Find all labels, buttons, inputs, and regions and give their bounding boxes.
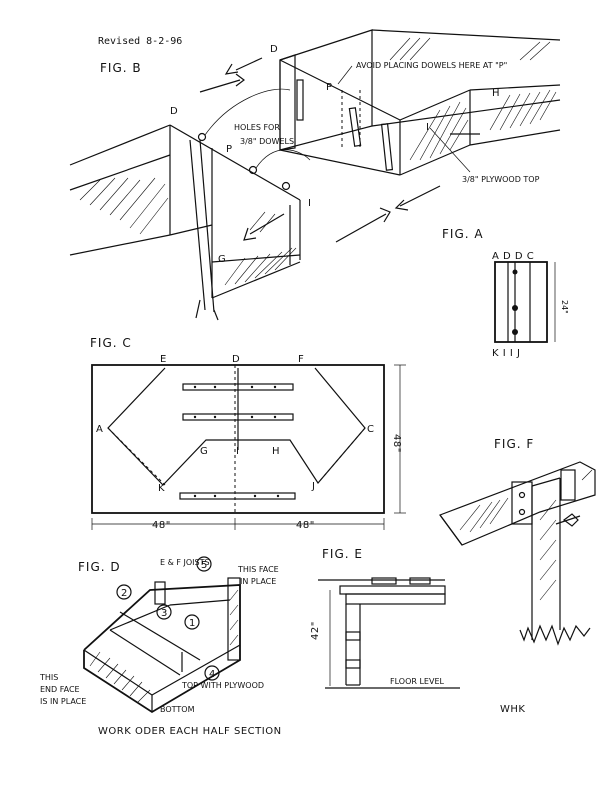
fig-c-label-f: F xyxy=(298,354,304,365)
fig-b: FIG. B xyxy=(69,29,561,321)
fig-b-label-p-top: P xyxy=(326,82,333,93)
fig-d-this-face-1: THIS FACE xyxy=(237,565,279,574)
fig-d-end-face-3: IS IN PLACE xyxy=(40,697,86,706)
fig-e: FIG. E 42" FLOOR LEVEL xyxy=(310,547,460,689)
fig-d-end-face-2: END FACE xyxy=(40,685,80,694)
fig-c-label-i: I xyxy=(236,446,239,457)
fig-c-label-j: J xyxy=(311,481,315,492)
fig-c-label-d: D xyxy=(232,354,240,365)
fig-c-label-h: H xyxy=(272,446,280,457)
fig-c-dim-height: 48" xyxy=(391,434,402,453)
fig-b-label-d-top: D xyxy=(270,44,278,55)
fig-d-top-note: TOP WITH PLYWOOD xyxy=(181,681,264,690)
fig-d-step-1: 1 xyxy=(189,618,196,629)
fig-b-arrows xyxy=(199,57,480,243)
fig-b-label-d-left: D xyxy=(170,106,178,117)
fig-e-floor-level: FLOOR LEVEL xyxy=(390,677,445,686)
fig-a-dimension: 24" xyxy=(560,300,569,314)
fig-d-end-face-1: THIS xyxy=(39,673,58,682)
signature: WHK xyxy=(500,704,525,715)
fig-a: FIG. A A D D C K I I J 24" xyxy=(442,227,569,359)
fig-b-lower-box xyxy=(69,124,301,321)
fig-b-label-i-left: I xyxy=(308,198,311,209)
revised-date: Revised 8-2-96 xyxy=(98,36,182,47)
fig-b-label-g: G xyxy=(218,254,226,265)
fig-d-this-face-2: IN PLACE xyxy=(240,577,276,586)
fig-b-upper-box xyxy=(279,29,561,176)
fig-b-label-i-right: I xyxy=(426,122,429,133)
fig-d-joists: E & F JOISTS xyxy=(160,558,210,567)
fig-d-step-5: 5 xyxy=(201,560,208,571)
fig-d-step-2: 2 xyxy=(121,588,128,599)
fig-d-step-4: 4 xyxy=(209,669,216,680)
fig-e-height: 42" xyxy=(310,621,321,640)
fig-d-bottom: BOTTOM xyxy=(160,705,195,714)
fig-c-label-a: A xyxy=(96,424,103,435)
fig-c-dim-left: 48" xyxy=(152,520,171,531)
fig-b-label-p-left: P xyxy=(226,144,233,155)
fig-a-top-labels: A D D C xyxy=(492,251,534,262)
fig-d: FIG. D 2 3 1 xyxy=(39,556,282,737)
fig-a-title: FIG. A xyxy=(442,227,484,241)
fig-b-plywood-top: 3/8" PLYWOOD TOP xyxy=(462,175,540,184)
fig-c-label-k: K xyxy=(158,483,165,494)
fig-f: FIG. F xyxy=(439,437,596,646)
fig-b-avoid-note: AVOID PLACING DOWELS HERE AT "P" xyxy=(356,61,507,70)
fig-f-title: FIG. F xyxy=(494,437,534,451)
fig-c-title: FIG. C xyxy=(90,336,132,350)
fig-d-title: FIG. D xyxy=(78,560,121,574)
fig-c-dim-right: 48" xyxy=(296,520,315,531)
fig-d-step-3: 3 xyxy=(161,608,168,619)
fig-b-label-h: H xyxy=(492,88,500,99)
fig-e-title: FIG. E xyxy=(322,547,363,561)
fig-c: FIG. C E D F A C G I H K J 48" 48" xyxy=(90,336,406,531)
fig-c-label-c: C xyxy=(367,424,374,435)
fig-b-title: FIG. B xyxy=(100,61,142,75)
fig-b-holes-line2: 3/8" DOWELS xyxy=(240,137,294,146)
fig-c-label-g: G xyxy=(200,446,208,457)
fig-d-work-order: WORK ODER EACH HALF SECTION xyxy=(98,726,282,737)
fig-b-holes-line1: HOLES FOR xyxy=(234,123,280,132)
fig-c-label-e: E xyxy=(160,354,167,365)
fig-a-bottom-labels: K I I J xyxy=(492,348,520,359)
